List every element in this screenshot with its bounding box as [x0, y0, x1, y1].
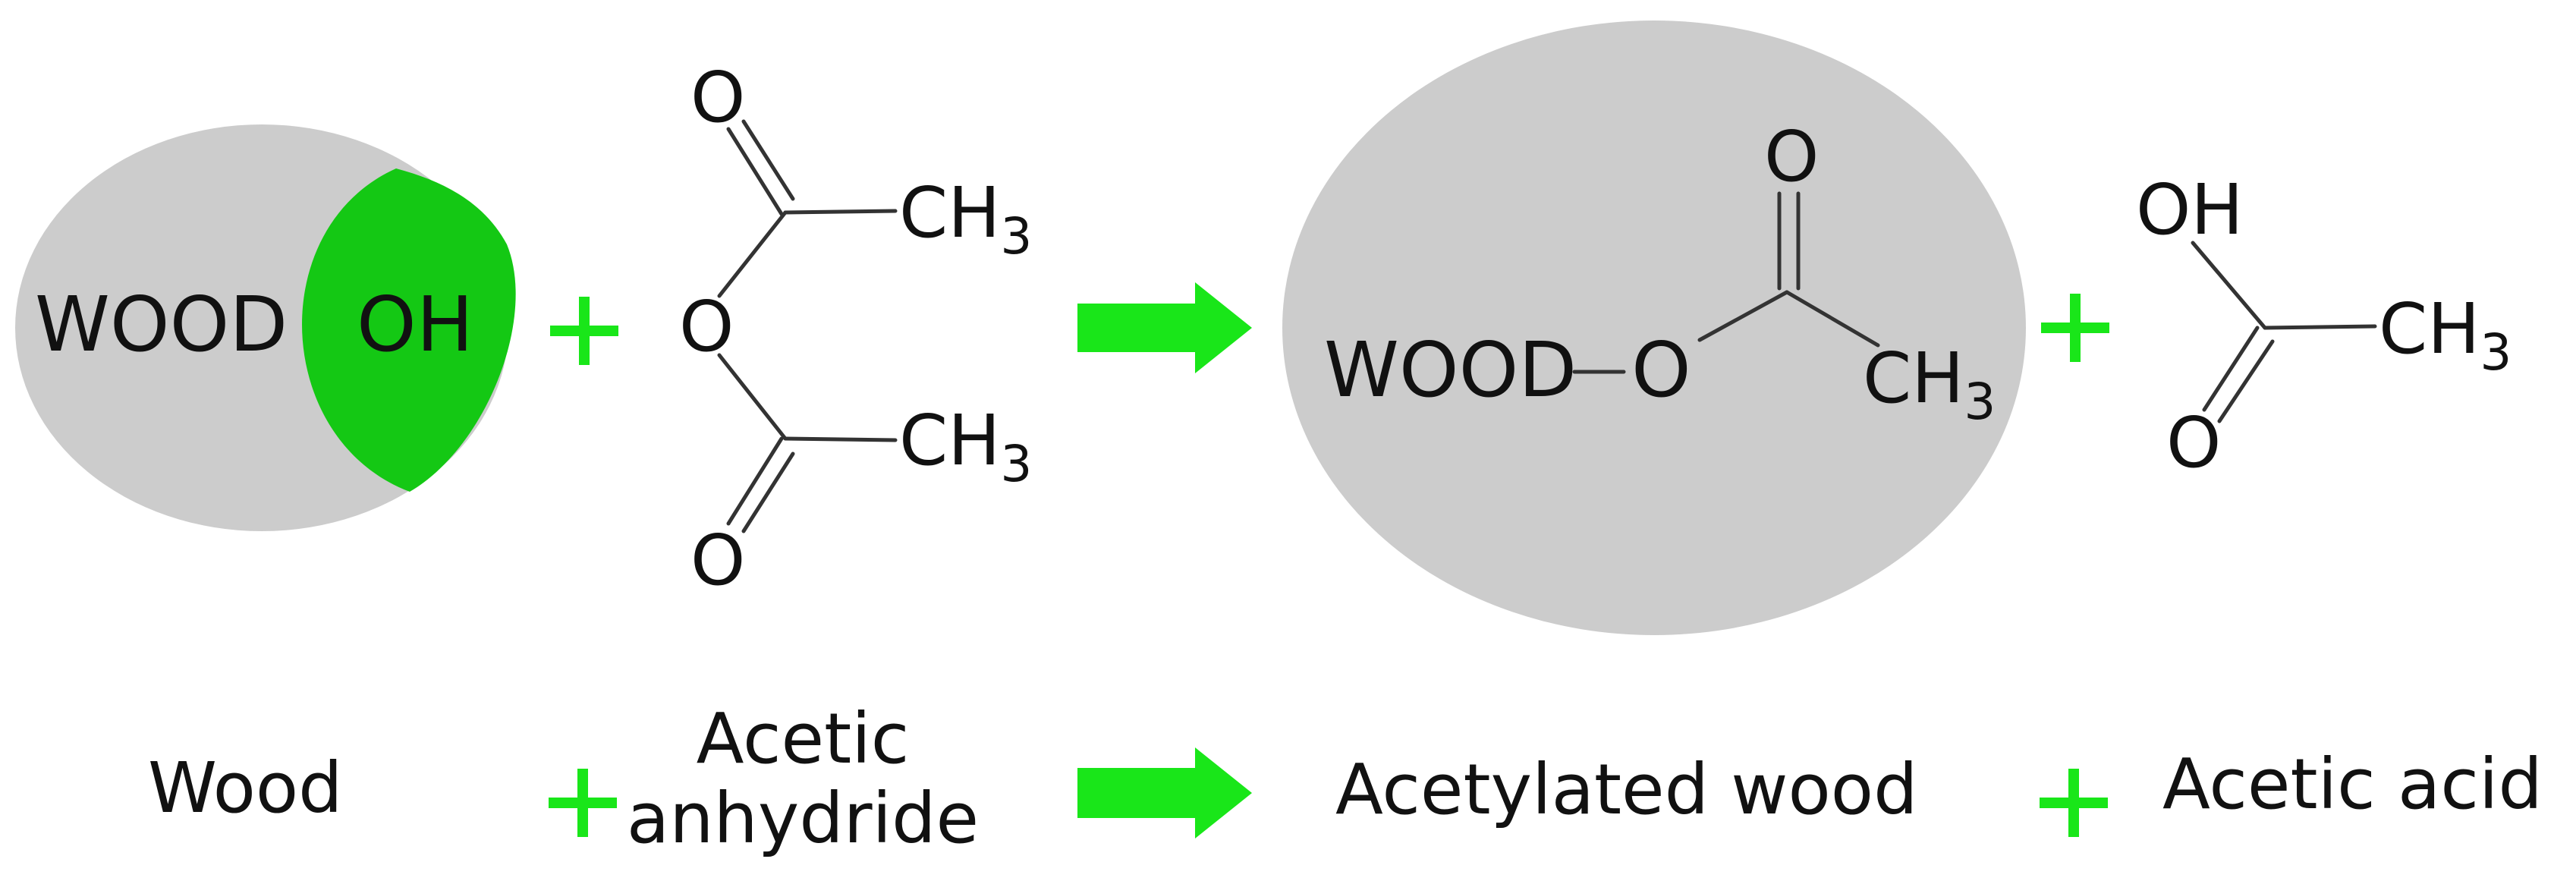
- label-row: Wood Acetic anhydride Acetylated wood Ac…: [148, 698, 2543, 859]
- reaction-arrow-top: [1077, 282, 1252, 373]
- plus-sign-2: [2041, 294, 2109, 362]
- acetic-acid-structure: OH CH3 O: [2136, 169, 2512, 483]
- acetylated-wood-product: WOOD O O CH3: [1282, 20, 2026, 635]
- acetylated-wood-ellipse: [1282, 20, 2026, 635]
- wood-reactant: WOOD OH: [15, 124, 516, 531]
- acetic-acid-o-bottom: O: [2166, 402, 2221, 483]
- label-acetic-anhydride-line1: Acetic: [697, 698, 910, 779]
- label-acetic-anhydride-line2: anhydride: [627, 778, 979, 859]
- acetylated-wood-text: WOOD: [1324, 326, 1577, 414]
- label-acetylated-wood: Acetylated wood: [1335, 749, 1918, 830]
- anhydride-ch3-top: CH3: [899, 172, 1032, 266]
- plus-sign-1: [550, 297, 618, 365]
- plus-sign-3: [549, 769, 617, 837]
- anhydride-o-bottom: O: [690, 520, 745, 601]
- plus-sign-4: [2040, 769, 2108, 837]
- acetic-acid-oh: OH: [2136, 169, 2244, 250]
- anhydride-o-top: O: [690, 57, 745, 138]
- anhydride-ch3-bottom: CH3: [899, 400, 1032, 493]
- acetylated-o-top: O: [1764, 116, 1819, 197]
- oh-text: OH: [357, 280, 473, 369]
- acetic-acid-ch3: CH3: [2379, 288, 2512, 382]
- reaction-arrow-bottom: [1077, 747, 1252, 839]
- acetylated-ch3: CH3: [1863, 338, 1996, 431]
- acetylated-bond-o: O: [1631, 326, 1691, 414]
- label-wood: Wood: [148, 747, 343, 829]
- label-acetic-acid: Acetic acid: [2162, 744, 2543, 825]
- acetic-anhydride-structure: O CH3 O CH3 O: [679, 57, 1032, 601]
- oh-highlight-region: [302, 168, 516, 492]
- anhydride-o-bridge: O: [679, 286, 734, 367]
- wood-text: WOOD: [35, 280, 288, 369]
